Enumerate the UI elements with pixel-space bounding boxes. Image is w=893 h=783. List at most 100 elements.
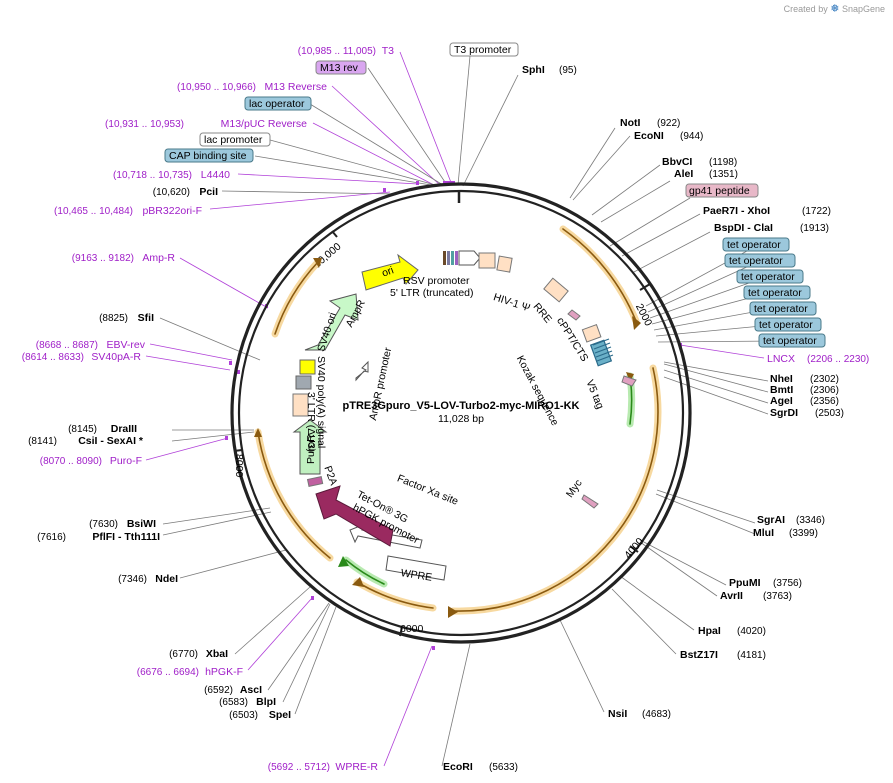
box-m13-rev: M13 rev xyxy=(320,62,359,74)
enzyme-position: (944) xyxy=(680,131,703,142)
tet-operator-1: tet operator xyxy=(727,239,781,251)
enzyme-position: (6503) xyxy=(229,710,258,721)
primer-position: (10,950 .. 10,966) xyxy=(177,82,256,93)
enzyme-position: (95) xyxy=(559,65,577,76)
primer-label: Amp-R xyxy=(142,252,175,264)
tick-6000: 6000 xyxy=(400,623,424,635)
primer-position: (10,465 .. 10,484) xyxy=(54,206,133,217)
enzyme-label: BbvCI xyxy=(662,156,692,168)
enzyme-position: (1722) xyxy=(802,206,831,217)
primer-position: (6676 .. 6694) xyxy=(137,667,199,678)
enzyme-label: XbaI xyxy=(206,648,228,660)
enzyme-position: (3399) xyxy=(789,528,818,539)
tet-operator-7: tet operator xyxy=(763,335,817,347)
enzyme-position: (3346) xyxy=(796,515,825,526)
plasmid-name: pTRE3Gpuro_V5-LOV-Turbo2-myc-MIRO1-KK xyxy=(343,400,580,412)
enzyme-label: EcoNI xyxy=(634,130,664,142)
tet-operator-5: tet operator xyxy=(754,303,808,315)
enzyme-position: (2306) xyxy=(810,385,839,396)
enzyme-label: DraIII xyxy=(111,423,137,435)
box-lac-operator: lac operator xyxy=(249,98,305,110)
label-5ltr: 5' LTR (truncated) xyxy=(390,287,474,299)
enzyme-position: (2302) xyxy=(810,374,839,385)
top-feature-boxes: T3 promoter M13 rev lac operator lac pro… xyxy=(164,42,759,198)
primer-label: M13 Reverse xyxy=(265,81,328,93)
credit-prefix: Created by xyxy=(783,4,828,14)
label-sv40pa: SV40 poly(A) signal xyxy=(315,356,327,448)
snapgene-credit: Created by ❅ SnapGene xyxy=(784,2,885,15)
enzyme-position: (8141) xyxy=(28,436,57,447)
enzyme-label: AscI xyxy=(240,684,262,696)
enzyme-label: SfiI xyxy=(138,312,154,324)
tet-operators: tet operator tet operator tet operator t… xyxy=(722,237,826,348)
primer-labels: T3 (10,985 .. 11,005) M13 Reverse (10,95… xyxy=(22,45,870,773)
label-wpre: WPRE xyxy=(400,567,433,584)
primer-position: (9163 .. 9182) xyxy=(72,253,134,264)
tet-operator-2: tet operator xyxy=(729,255,783,267)
label-hiv: HIV-1 Ψ xyxy=(492,291,532,314)
enzyme-position: (4683) xyxy=(642,709,671,720)
enzyme-label: CsiI - SexAI * xyxy=(78,435,144,447)
enzyme-label: NheI xyxy=(770,373,793,385)
enzyme-position: (6592) xyxy=(204,685,233,696)
enzyme-label: BstZ17I xyxy=(680,649,718,661)
enzyme-label: BmtI xyxy=(770,384,793,396)
label-kozak: Kozak sequence xyxy=(514,354,561,428)
primer-position: (2206 .. 2230) xyxy=(807,354,869,365)
enzyme-label: MluI xyxy=(753,527,774,539)
enzyme-position: (3756) xyxy=(773,578,802,589)
primer-label: T3 xyxy=(382,45,394,57)
box-lac-promoter: lac promoter xyxy=(204,134,263,146)
enzyme-label: BspDI - ClaI xyxy=(714,222,773,234)
enzyme-label: PciI xyxy=(199,186,218,198)
box-cap-site: CAP binding site xyxy=(169,150,247,162)
enzyme-position: (7616) xyxy=(37,532,66,543)
label-factor-xa: Factor Xa site xyxy=(395,472,460,507)
primer-position: (8070 .. 8090) xyxy=(40,456,102,467)
enzyme-label: AleI xyxy=(674,168,693,180)
tet-operator-6: tet operator xyxy=(759,319,813,331)
enzyme-position: (10,620) xyxy=(153,187,190,198)
tet-operator-4: tet operator xyxy=(748,287,802,299)
enzyme-label: HpaI xyxy=(698,625,721,637)
snapgene-logo-icon: ❅ xyxy=(830,3,840,15)
enzyme-label: SgrAI xyxy=(757,514,785,526)
enzyme-label: NdeI xyxy=(155,573,178,585)
label-ori: ori xyxy=(380,264,395,279)
box-gp41: gp41 peptide xyxy=(689,185,750,197)
enzyme-position: (6583) xyxy=(219,697,248,708)
label-cppt: cPPT/CTS xyxy=(554,315,590,363)
enzyme-label: SgrDI xyxy=(770,407,798,419)
enzyme-label: NotI xyxy=(620,117,640,129)
primer-position: (10,931 .. 10,953) xyxy=(105,119,184,130)
enzyme-label: BlpI xyxy=(256,696,276,708)
tet-operator-3: tet operator xyxy=(741,271,795,283)
enzyme-labels-left: SpeI (6503) BlpI (6583) AscI (6592) XbaI… xyxy=(28,186,291,721)
enzyme-position: (4181) xyxy=(737,650,766,661)
primer-position: (8668 .. 8687) xyxy=(36,340,98,351)
label-myc: Myc xyxy=(564,477,585,500)
primer-position: (8614 .. 8633) xyxy=(22,352,84,363)
primer-position: (10,718 .. 10,735) xyxy=(113,170,192,181)
enzyme-label: PflFI - Tth111I xyxy=(92,531,160,543)
enzyme-position: (5633) xyxy=(489,762,518,773)
label-rsv-promoter: RSV promoter xyxy=(403,275,470,287)
enzyme-position: (1913) xyxy=(800,223,829,234)
enzyme-position: (8825) xyxy=(99,313,128,324)
enzyme-label: AgeI xyxy=(770,395,793,407)
enzyme-position: (1198) xyxy=(709,157,737,168)
label-puror: PuroR xyxy=(305,434,317,464)
enzyme-position: (2503) xyxy=(815,408,844,419)
primer-label: EBV-rev xyxy=(106,339,145,351)
enzyme-position: (8145) xyxy=(68,424,97,435)
primer-label: Puro-F xyxy=(110,455,142,467)
enzyme-label: PaeR7I - XhoI xyxy=(703,205,770,217)
enzyme-label: EcoRI xyxy=(443,761,473,773)
scale-ticks xyxy=(233,230,651,637)
orf-arcs xyxy=(254,225,662,615)
backbone-inner xyxy=(237,189,685,637)
primer-label: SV40pA-R xyxy=(91,351,141,363)
arc-arrowheads xyxy=(254,258,641,618)
enzyme-position: (2356) xyxy=(810,396,839,407)
